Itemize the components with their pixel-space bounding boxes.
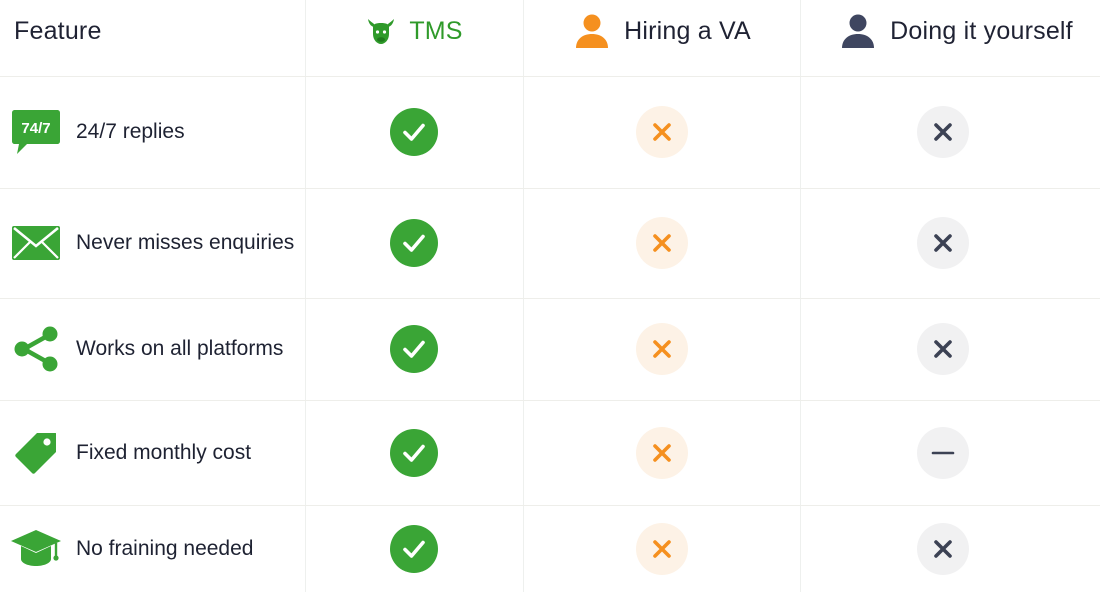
table-row: No fraining needed: [0, 505, 1116, 592]
chat-bubble-text: 74/7: [21, 120, 50, 137]
person-icon: [573, 12, 611, 50]
va-column-header: Hiring a VA: [524, 0, 800, 62]
va-cross-icon: [636, 522, 688, 575]
envelope-icon: [10, 217, 62, 269]
column-divider: [305, 0, 306, 592]
diy-cross-icon: [917, 323, 969, 375]
feature-cell: No fraining needed: [10, 505, 253, 592]
feature-cell: Works on all platforms: [10, 298, 283, 400]
table-row: Fixed monthly cost: [0, 400, 1116, 505]
bull-head-icon: [366, 16, 396, 46]
table-row: Never misses enquiries: [0, 188, 1116, 298]
diy-column-header: Doing it yourself: [801, 0, 1111, 62]
diy-dash-icon: [917, 426, 969, 479]
column-divider: [523, 0, 524, 592]
feature-cell: Fixed monthly cost: [10, 400, 251, 505]
tms-column-header: TMS: [306, 0, 523, 62]
row-divider: [0, 400, 1100, 401]
va-header-label: Hiring a VA: [624, 16, 751, 45]
diy-cross-icon: [917, 217, 969, 269]
va-cross-icon: [636, 323, 688, 375]
share-icon: [10, 323, 62, 375]
column-divider: [800, 0, 801, 592]
price-tag-icon: [10, 427, 62, 479]
va-cross-icon: [636, 217, 688, 269]
chat-bubble-icon: 74/7: [10, 106, 62, 158]
row-divider: [0, 298, 1100, 299]
feature-label: Works on all platforms: [76, 337, 284, 360]
table-header: Feature TMS Hi: [0, 0, 1116, 76]
feature-label: No fraining needed: [76, 536, 254, 560]
feature-label: Fixed monthly cost: [76, 440, 252, 464]
tms-check-icon: [390, 219, 438, 267]
feature-header-label: Feature: [14, 16, 102, 45]
va-cross-icon: [636, 106, 688, 158]
row-divider: [0, 76, 1100, 77]
tms-check-icon: [390, 524, 438, 573]
tms-header-label: TMS: [409, 16, 463, 45]
feature-cell: 74/7 24/7 replies: [10, 76, 185, 188]
table-row: Works on all platforms: [0, 298, 1116, 400]
feature-label: 24/7 replies: [76, 120, 185, 143]
feature-label: Never misses enquiries: [76, 231, 295, 254]
row-divider: [0, 505, 1100, 506]
person-icon: [839, 12, 877, 50]
tms-check-icon: [390, 428, 438, 477]
va-cross-icon: [636, 426, 688, 479]
feature-cell: Never misses enquiries: [10, 188, 294, 298]
graduation-cap-icon: [10, 523, 62, 575]
tms-check-icon: [390, 108, 438, 156]
row-divider: [0, 188, 1100, 189]
tms-check-icon: [390, 325, 438, 373]
feature-column-header: Feature: [14, 0, 102, 62]
diy-cross-icon: [917, 522, 969, 575]
table-row: 74/7 24/7 replies: [0, 76, 1116, 188]
diy-cross-icon: [917, 106, 969, 158]
diy-header-label: Doing it yourself: [890, 16, 1073, 45]
